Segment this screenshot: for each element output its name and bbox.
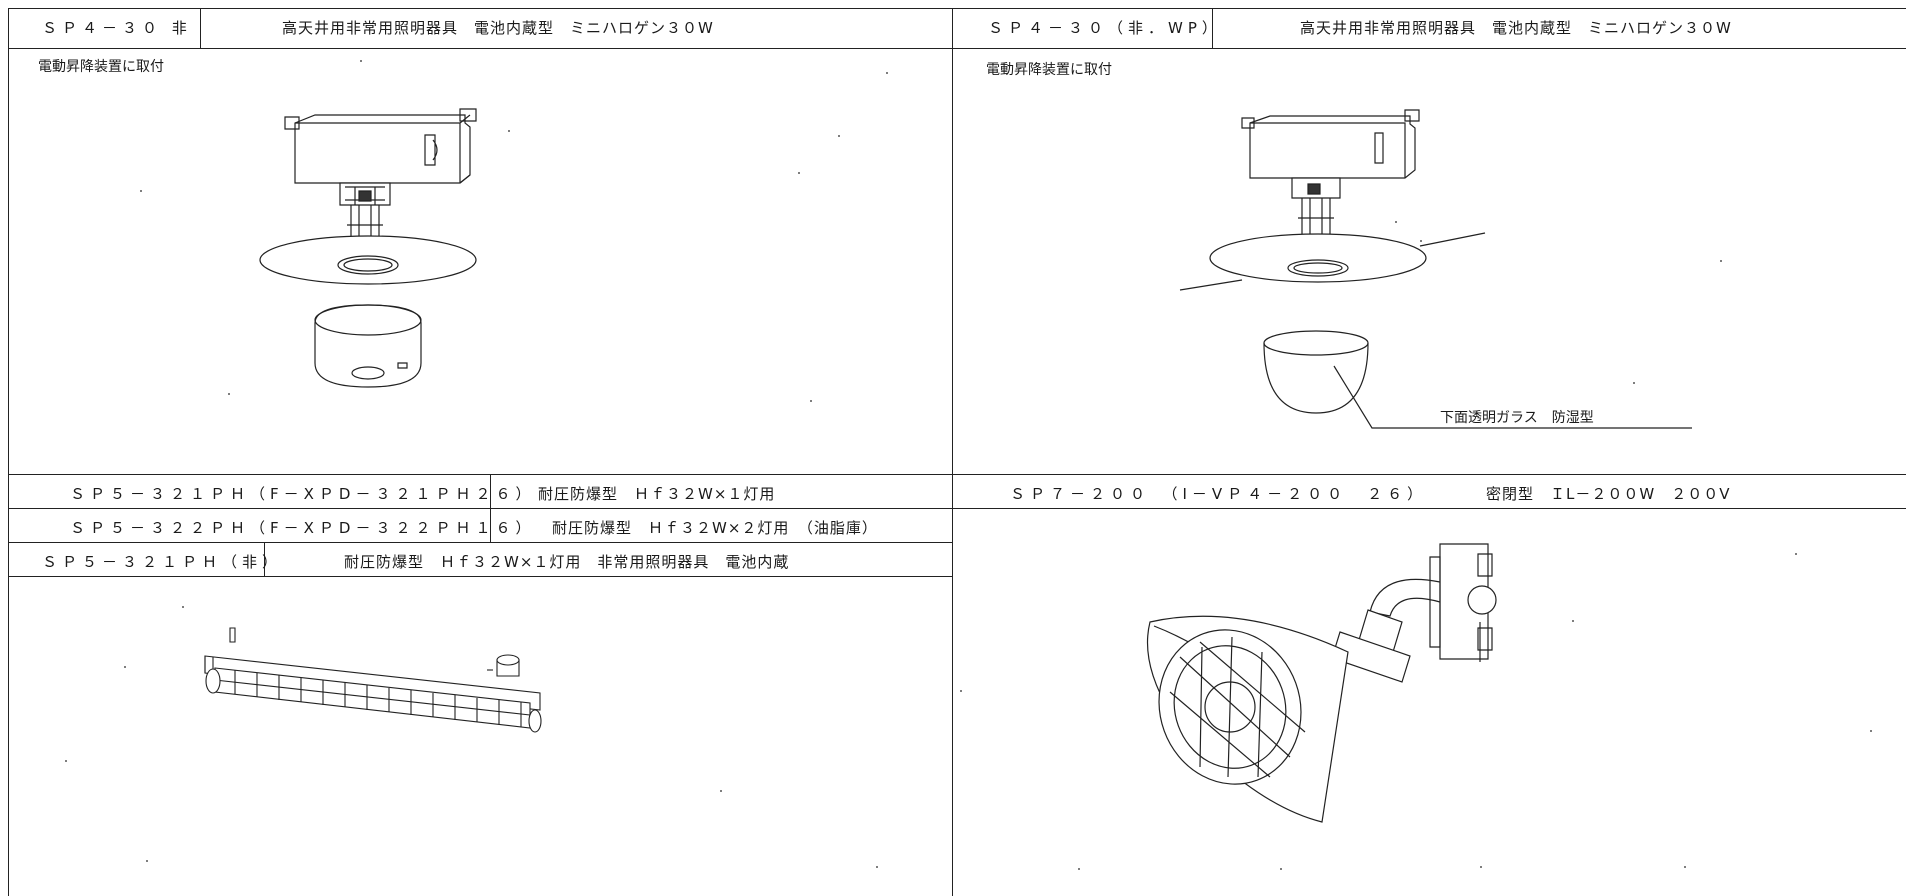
bl-row1-code: ＳＰ５－３２１ＰＨ（F－XＰD－３２１ＰＨ２６） — [70, 485, 536, 503]
damp-proof-emergency-light-drawing — [1180, 108, 1700, 438]
row-line-3 — [8, 542, 952, 543]
frame-top — [8, 8, 1906, 9]
bl-row2-desc: 耐圧防爆型 Ｈｆ３２W×２灯用 （油脂庫） — [552, 519, 878, 537]
tr-desc: 高天井用非常用照明器具 電池内蔵型 ミニハロゲン３０W — [1300, 19, 1732, 37]
tl-note: 電動昇降装置に取付 — [38, 59, 164, 75]
row-line-2 — [8, 508, 952, 509]
bl-row3-desc: 耐圧防爆型 Ｈｆ３２W×１灯用 非常用照明器具 電池内蔵 — [344, 553, 790, 571]
br-code: ＳＰ７－２００ （I－VＰ４－２００ ２６） — [1010, 485, 1428, 503]
frame-center — [952, 8, 953, 896]
br-desc: 密閉型 ＩL－２００W ２００V — [1486, 485, 1731, 503]
row-line-2-right — [952, 508, 1906, 509]
explosion-proof-fluorescent-drawing — [195, 628, 560, 758]
frame-left — [8, 8, 9, 896]
bl-row1-desc: 耐圧防爆型 Ｈｆ３２W×１灯用 — [538, 485, 776, 503]
header-bottom-top — [8, 48, 1906, 49]
tl-code: ＳＰ４－３０ 非 — [42, 19, 192, 37]
divider-tl — [200, 8, 201, 48]
sealed-wall-lamp-drawing — [1140, 542, 1510, 842]
tr-callout: 下面透明ガラス 防湿型 — [1440, 410, 1594, 426]
bl-row3-code: ＳＰ５－３２１ＰＨ（非） — [42, 553, 283, 571]
divider-tr — [1212, 8, 1213, 48]
tl-desc: 高天井用非常用照明器具 電池内蔵型 ミニハロゲン３０W — [282, 19, 714, 37]
bl-row2-code: ＳＰ５－３２２ＰＨ（F－XＰD－３２２ＰＨ１６） — [70, 519, 536, 537]
row-line-4 — [8, 576, 952, 577]
high-bay-emergency-light-drawing — [255, 105, 495, 405]
divider-bl-1 — [490, 474, 491, 542]
row-line-1 — [8, 474, 1906, 475]
tr-note: 電動昇降装置に取付 — [986, 62, 1112, 78]
divider-bl-3 — [264, 542, 265, 576]
tr-code: ＳＰ４－３０（非．WP） — [988, 19, 1222, 37]
